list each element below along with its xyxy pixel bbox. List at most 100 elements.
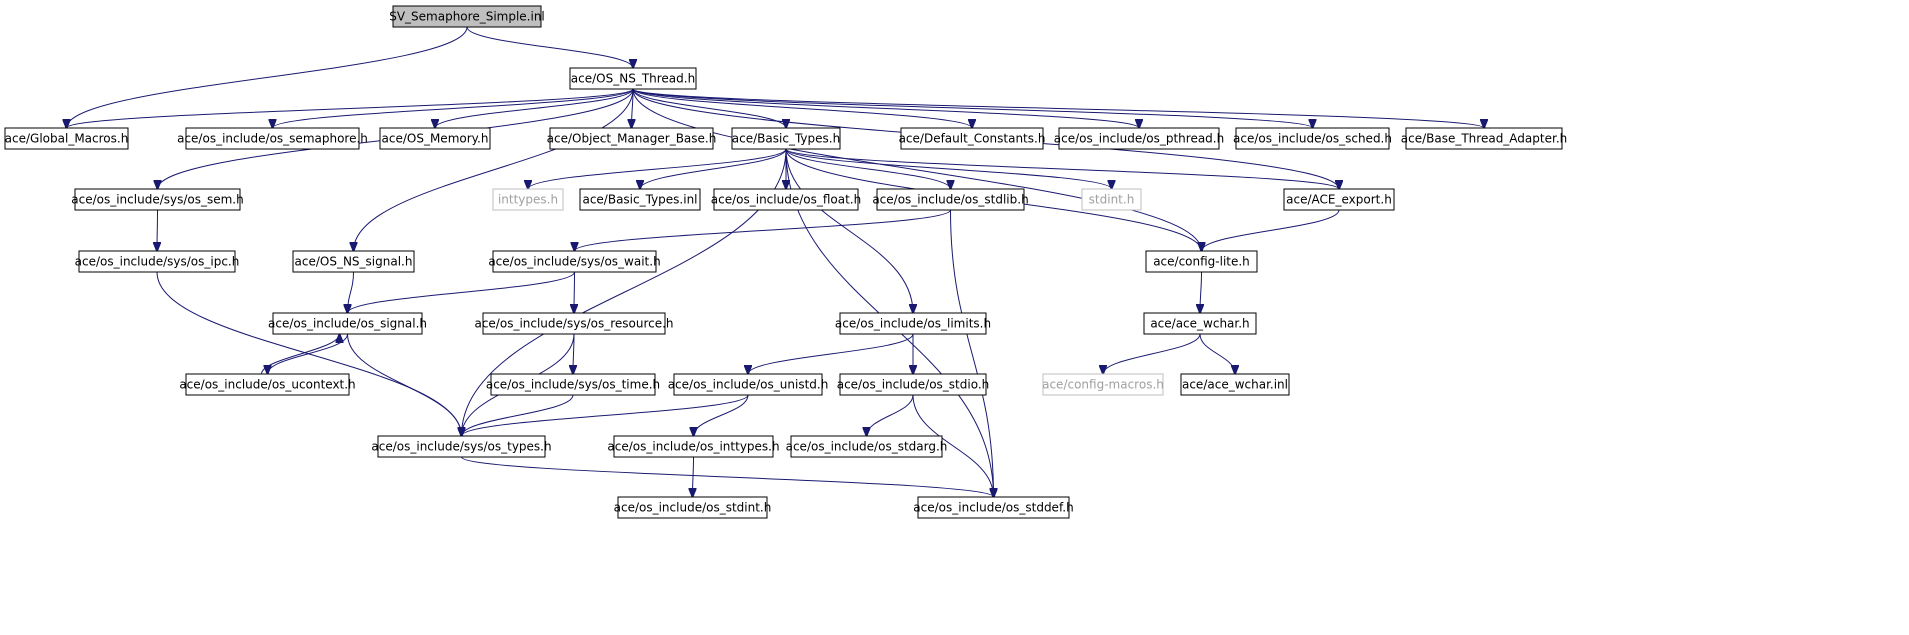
node-label: ace/os_include/os_stddef.h: [913, 501, 1073, 515]
node-global[interactable]: ace/Global_Macros.h: [4, 127, 129, 150]
node-defconst[interactable]: ace/Default_Constants.h: [899, 127, 1046, 150]
edge-types-to-stddef: [461, 456, 994, 497]
edge-aceexport-to-configlite: [1202, 209, 1340, 251]
node-box: [1180, 373, 1290, 396]
node-bta[interactable]: ace/Base_Thread_Adapter.h: [1401, 127, 1567, 150]
node-box: [673, 373, 823, 396]
node-aceexport[interactable]: ace/ACE_export.h: [1283, 188, 1395, 211]
edge-sem-to-ipc: [157, 209, 158, 251]
node-root[interactable]: SV_Semaphore_Simple.inl: [389, 5, 545, 28]
node-pthread[interactable]: ace/os_include/os_pthread.h: [1054, 127, 1224, 150]
node-label: ace/ace_wchar.inl: [1182, 378, 1288, 392]
node-box: [917, 496, 1070, 519]
node-stddef[interactable]: ace/os_include/os_stddef.h: [913, 496, 1074, 519]
node-box: [790, 435, 943, 458]
node-stdlib[interactable]: ace/os_include/os_stdlib.h: [872, 188, 1029, 211]
node-ipc[interactable]: ace/os_include/sys/os_ipc.h: [75, 250, 240, 273]
node-box: [74, 188, 241, 211]
edge-stdio-to-stdarg: [867, 394, 914, 436]
node-memory[interactable]: ace/OS_Memory.h: [379, 127, 491, 150]
node-box: [1145, 250, 1258, 273]
node-box: [839, 312, 987, 335]
edge-unistd-to-osinttypes: [694, 394, 749, 436]
node-ucontext[interactable]: ace/os_include/os_ucontext.h: [179, 373, 356, 396]
node-wait[interactable]: ace/os_include/sys/os_wait.h: [488, 250, 661, 273]
node-basic[interactable]: ace/Basic_Types.h: [731, 127, 841, 150]
node-label: ace/Basic_Types.h: [732, 132, 840, 146]
node-box: [1042, 373, 1164, 396]
node-limits[interactable]: ace/os_include/os_limits.h: [835, 312, 991, 335]
edge-basic-to-basicinl: [640, 148, 787, 189]
edge-thread-to-configlite: [632, 88, 1202, 251]
node-resource[interactable]: ace/os_include/sys/os_resource.h: [474, 312, 674, 335]
node-types[interactable]: ace/os_include/sys/os_types.h: [371, 435, 552, 458]
node-sem[interactable]: ace/os_include/sys/os_sem.h: [71, 188, 244, 211]
node-os_sema[interactable]: ace/os_include/os_semaphore.h: [177, 127, 368, 150]
edge-thread-to-sched: [632, 88, 1313, 128]
edge-thread-to-memory: [435, 88, 634, 128]
node-signal[interactable]: ace/os_include/os_signal.h: [268, 312, 427, 335]
node-label: stdint.h: [1089, 193, 1135, 207]
edge-thread-to-pthread: [632, 88, 1139, 128]
edge-thread-to-global: [67, 88, 634, 128]
edge-thread-to-bta: [632, 88, 1484, 128]
node-box: [377, 435, 546, 458]
edge-wait-to-signal: [348, 271, 575, 313]
edge-wchar-to-wcharinl: [1199, 333, 1235, 374]
node-box: [78, 250, 236, 273]
node-box: [1283, 188, 1395, 211]
node-sched[interactable]: ace/os_include/os_sched.h: [1233, 127, 1392, 150]
node-label: ace/ACE_export.h: [1286, 193, 1392, 207]
node-time[interactable]: ace/os_include/sys/os_time.h: [486, 373, 660, 396]
node-stdarg[interactable]: ace/os_include/os_stdarg.h: [786, 435, 948, 458]
edge-basic-to-stdint_sys: [785, 148, 1112, 189]
node-unistd[interactable]: ace/os_include/os_unistd.h: [668, 373, 829, 396]
edge-thread-to-basic: [632, 88, 786, 128]
node-nssignal[interactable]: ace/OS_NS_signal.h: [292, 250, 415, 273]
node-wcharinl[interactable]: ace/ace_wchar.inl: [1180, 373, 1290, 396]
node-box: [492, 188, 564, 211]
node-cfgmacros: ace/config-macros.h: [1042, 373, 1164, 396]
node-box: [1405, 127, 1563, 150]
node-label: ace/os_include/sys/os_types.h: [371, 440, 551, 454]
node-box: [1235, 127, 1390, 150]
node-label: ace/Global_Macros.h: [5, 132, 129, 146]
node-box: [490, 373, 656, 396]
node-box: [876, 188, 1025, 211]
node-label: ace/Default_Constants.h: [899, 132, 1046, 146]
node-label: ace/Object_Manager_Base.h: [547, 132, 717, 146]
edge-basic-to-stdlib: [785, 148, 951, 189]
node-stdio[interactable]: ace/os_include/os_stdio.h: [837, 373, 990, 396]
node-label: ace/os_include/sys/os_wait.h: [488, 255, 660, 269]
node-configlite[interactable]: ace/config-lite.h: [1145, 250, 1258, 273]
node-label: ace/ace_wchar.h: [1150, 317, 1249, 331]
node-thread[interactable]: ace/OS_NS_Thread.h: [569, 67, 697, 90]
node-label: ace/os_include/sys/os_ipc.h: [75, 255, 240, 269]
edge-wait-to-resource: [574, 271, 575, 313]
node-basicinl[interactable]: ace/Basic_Types.inl: [579, 188, 701, 211]
edge-root-to-global: [67, 26, 468, 128]
node-label: SV_Semaphore_Simple.inl: [389, 10, 545, 24]
node-box: [839, 373, 987, 396]
node-box: [713, 188, 859, 211]
node-objmgr[interactable]: ace/Object_Manager_Base.h: [547, 127, 717, 150]
node-label: ace/Basic_Types.inl: [582, 193, 697, 207]
node-box: [579, 188, 701, 211]
node-label: ace/os_include/os_inttypes.h: [607, 440, 779, 454]
node-wchar[interactable]: ace/ace_wchar.h: [1143, 312, 1257, 335]
node-osstdint[interactable]: ace/os_include/os_stdint.h: [614, 496, 772, 519]
edge-basic-to-aceexport: [785, 148, 1339, 189]
node-label: inttypes.h: [498, 193, 558, 207]
node-label: ace/OS_Memory.h: [382, 132, 489, 146]
node-label: ace/os_include/os_pthread.h: [1054, 132, 1224, 146]
edge-basic-to-inttypes: [528, 148, 787, 189]
node-osinttypes[interactable]: ace/os_include/os_inttypes.h: [607, 435, 780, 458]
node-float[interactable]: ace/os_include/os_float.h: [711, 188, 861, 211]
node-label: ace/os_include/sys/os_time.h: [486, 378, 660, 392]
edge-stdlib-to-wait: [575, 209, 951, 251]
node-box: [482, 312, 666, 335]
node-label: ace/os_include/os_stdio.h: [837, 378, 990, 392]
node-box: [617, 496, 768, 519]
edge-root-to-thread: [466, 26, 633, 68]
